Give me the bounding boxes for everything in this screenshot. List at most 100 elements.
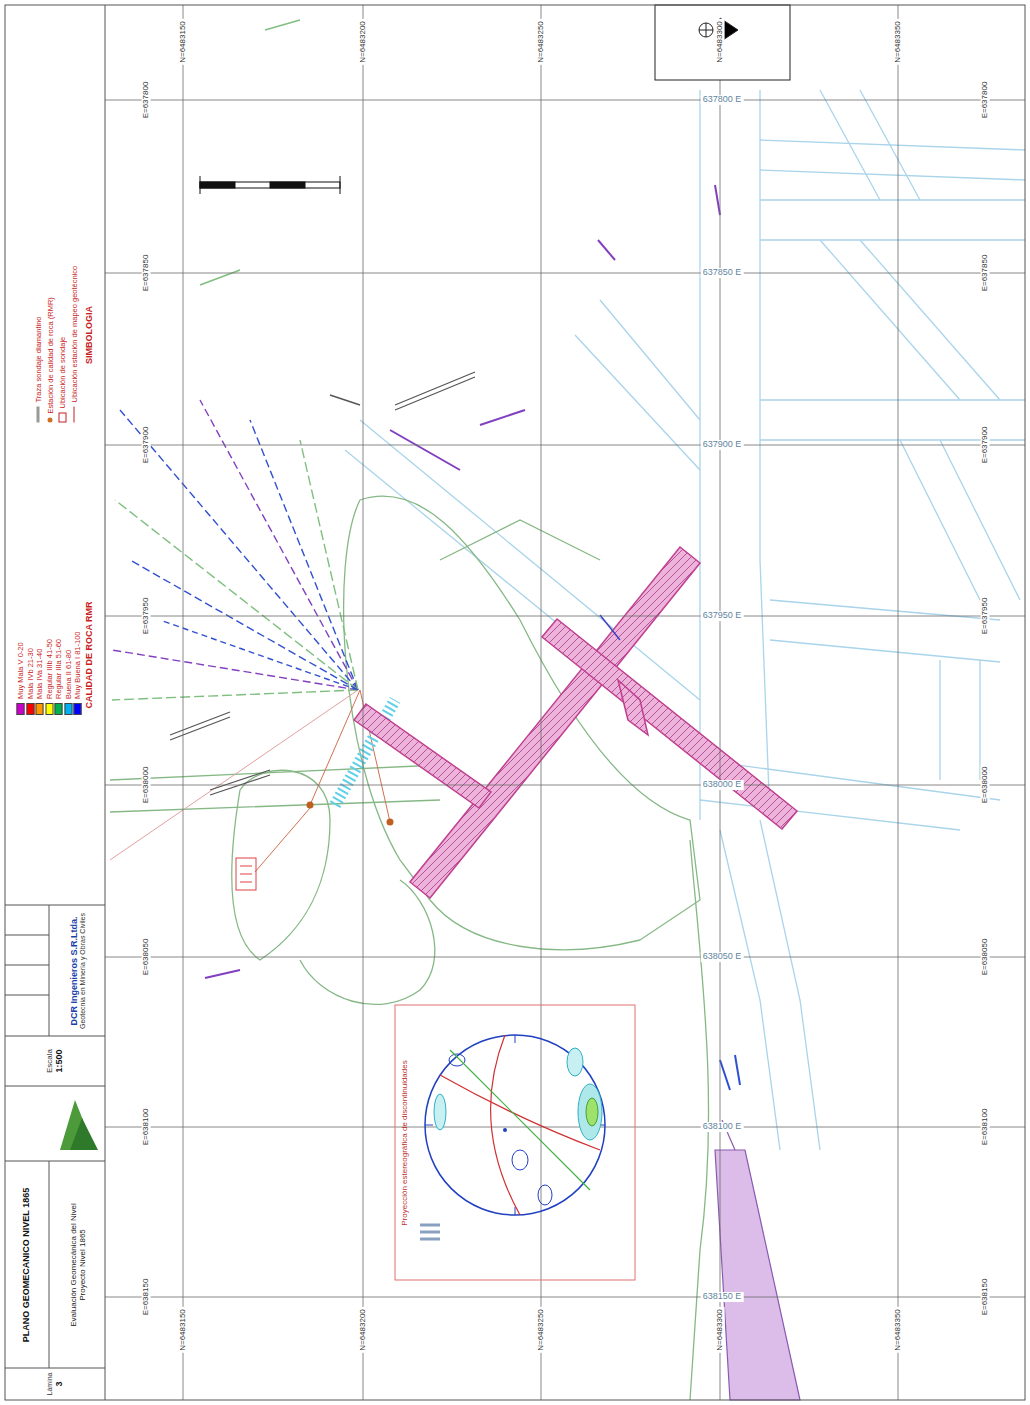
legend-heading: SIMBOLOGIA bbox=[85, 304, 95, 366]
panel-inner: Proyección estereográfica de discontinui… bbox=[396, 1006, 436, 1279]
legend-swatch bbox=[45, 703, 53, 715]
light-blue-workings-part bbox=[940, 660, 980, 780]
panel-inner: Escala1:500 bbox=[6, 1037, 104, 1085]
panel-text: Lámina bbox=[46, 1373, 54, 1396]
legend-heading: CALIDAD DE ROCA RMR bbox=[85, 599, 95, 710]
panel-text: 3 bbox=[54, 1382, 64, 1387]
stereonet-part bbox=[425, 1035, 605, 1215]
legend-text: Traza sondaje diamantino bbox=[34, 316, 43, 402]
lavender-band-part bbox=[715, 1150, 800, 1400]
legend-text: Ubicación estación de mapeo geotécnico bbox=[70, 266, 79, 403]
green-outlines-part bbox=[232, 770, 330, 960]
drill-traces-part bbox=[112, 690, 358, 700]
pink-tunnels-part bbox=[618, 680, 648, 735]
grid-lines-part bbox=[105, 100, 1025, 1297]
drill-traces-part bbox=[300, 440, 358, 690]
stereonet-part bbox=[578, 1084, 602, 1140]
light-blue-workings-part bbox=[820, 240, 1000, 400]
legend-swatch bbox=[26, 703, 34, 715]
grid-coordinate: E=637850 bbox=[981, 253, 990, 294]
legend-item: Traza sondaje diamantino bbox=[34, 248, 43, 423]
drill-traces-part bbox=[720, 1055, 740, 1090]
legend-item: Ubicación estación de mapeo geotécnico bbox=[70, 248, 79, 423]
legend-item: Buena II 61-80 bbox=[63, 595, 72, 715]
grid-coordinate: E=638050 bbox=[981, 937, 990, 978]
drill-traces-part bbox=[598, 240, 615, 260]
drill-traces-part bbox=[115, 500, 358, 690]
panel-inner: Evaluación Geomecánica del NivelProyecto… bbox=[50, 1162, 104, 1367]
panel-text: Proyección estereográfica de discontinui… bbox=[399, 1060, 408, 1225]
legend-text: Muy Buena I 81-100 bbox=[73, 631, 82, 699]
company-logo-part bbox=[70, 1118, 98, 1150]
scale-bar-part bbox=[270, 182, 305, 188]
drill-traces-part bbox=[170, 712, 230, 740]
grid-coordinate: E=638100 bbox=[142, 1107, 151, 1148]
grid-coordinate: E=637800 bbox=[142, 80, 151, 121]
sheet-frame-part bbox=[49, 905, 50, 1368]
legend-sample bbox=[58, 413, 66, 423]
stereonet-part bbox=[538, 1185, 552, 1205]
legend-sample bbox=[48, 418, 53, 423]
legend-swatch bbox=[64, 703, 72, 715]
legend-text: Muy Mala V 0-20 bbox=[16, 642, 25, 699]
grid-coordinate: E=637850 bbox=[142, 253, 151, 294]
legend-text: Regular IIIa 51-60 bbox=[54, 639, 63, 699]
legend-swatch bbox=[16, 703, 24, 715]
panel-cell: Evaluación Geomecánica del NivelProyecto… bbox=[50, 1162, 104, 1367]
grid-coordinate: N=6483350 bbox=[894, 19, 903, 65]
sheet-frame-part bbox=[105, 5, 106, 1400]
stereonet-part bbox=[449, 1054, 465, 1066]
green-outlines-part bbox=[344, 496, 700, 950]
panel-cell: Lámina3 bbox=[6, 1369, 104, 1399]
panel-text: Evaluación Geomecánica del Nivel bbox=[68, 1203, 77, 1327]
legend-text: Estación de calidad de roca (RMR) bbox=[46, 297, 55, 413]
lavender-band bbox=[715, 1120, 800, 1400]
drill-traces-part bbox=[205, 970, 240, 978]
light-blue-workings bbox=[345, 90, 1025, 1150]
station-points-part bbox=[236, 858, 256, 890]
grid-coordinate: 637800 E bbox=[701, 95, 744, 105]
grid-coordinate: E=638000 bbox=[142, 765, 151, 806]
drill-traces-part bbox=[330, 395, 360, 405]
legend-text: Regular IIIb 41-50 bbox=[44, 639, 53, 699]
sheet-frame-part bbox=[5, 5, 1025, 1400]
panel-text: Geotecnia en Minería y Obras Civiles bbox=[78, 913, 86, 1029]
grid-coordinate: 637850 E bbox=[701, 268, 744, 278]
grid-coordinate: 638000 E bbox=[701, 780, 744, 790]
grid-coordinate: N=6483300 bbox=[716, 19, 725, 65]
grid-coordinate: E=638100 bbox=[981, 1107, 990, 1148]
panel-cell: DCR Ingenieros S.R.Ltda.Geotecnia en Min… bbox=[50, 906, 104, 1035]
legend-item: Regular IIIa 51-60 bbox=[54, 595, 63, 715]
panel-inner: DCR Ingenieros S.R.Ltda.Geotecnia en Min… bbox=[50, 906, 104, 1035]
grid-coordinate: N=6483150 bbox=[179, 1307, 188, 1353]
stereonet-part bbox=[586, 1098, 598, 1126]
grid-coordinate: E=637900 bbox=[981, 425, 990, 466]
legend-text: Mala IVb 21-30 bbox=[25, 648, 34, 699]
pink-tunnels-part bbox=[354, 704, 491, 808]
scale-bar-part bbox=[200, 182, 340, 188]
panel-text: DCR Ingenieros S.R.Ltda. bbox=[68, 916, 78, 1025]
stereonet-part bbox=[450, 1050, 590, 1190]
grid-coordinate: N=6483250 bbox=[537, 1307, 546, 1353]
drill-traces-part bbox=[110, 690, 358, 860]
drill-traces-part bbox=[112, 650, 358, 690]
grid-coordinate: N=6483300 bbox=[716, 1307, 725, 1353]
drill-traces-part bbox=[160, 620, 358, 690]
grid-coordinate: N=6483150 bbox=[179, 19, 188, 65]
sheet-frame bbox=[5, 5, 1025, 1400]
drill-traces bbox=[110, 20, 740, 1090]
panel-cell: Proyección estereográfica de discontinui… bbox=[396, 1006, 436, 1279]
light-blue-workings-part bbox=[700, 90, 770, 820]
drill-traces-part bbox=[210, 770, 270, 795]
light-blue-workings-part bbox=[760, 140, 1025, 180]
grid-lines bbox=[105, 5, 1025, 1400]
stereonet-part bbox=[395, 1005, 635, 1280]
station-points-part bbox=[240, 866, 252, 882]
drill-traces-part bbox=[255, 808, 310, 872]
stereonet-part bbox=[503, 1128, 507, 1132]
drill-traces-part bbox=[250, 420, 358, 690]
grid-coordinate: E=637800 bbox=[981, 80, 990, 121]
legend-item: Mala IVb 21-30 bbox=[25, 595, 34, 715]
